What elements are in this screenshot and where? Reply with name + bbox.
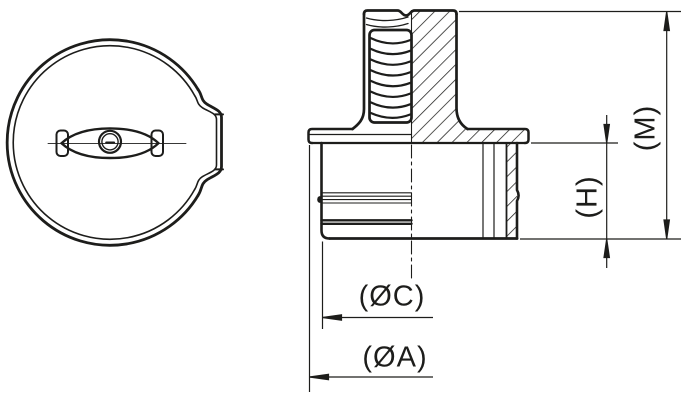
wing-end-left	[55, 129, 69, 157]
front-view	[5, 38, 224, 247]
boss-right-edge	[455, 12, 469, 131]
dimension-h	[603, 115, 611, 268]
thread-crest-lines	[369, 36, 412, 119]
hatch-body-wall	[506, 143, 517, 239]
dimension-label-h: (H)	[571, 175, 604, 219]
body-left-edge	[320, 141, 331, 240]
arrowhead-a	[309, 373, 330, 381]
dimension-label-m: (M)	[629, 104, 662, 152]
boss-left-edge	[351, 12, 366, 131]
body-wall-outer-edge	[515, 141, 520, 240]
hatch-thread-boss	[411, 10, 468, 129]
wing-lens	[59, 127, 161, 160]
tab-inner-edge	[193, 94, 218, 191]
dimension-a	[309, 373, 433, 381]
rib-edge-bump	[317, 196, 323, 203]
arrowhead-h-top	[603, 123, 611, 144]
flange-right	[466, 127, 530, 145]
grip-center-outer	[97, 129, 123, 154]
dimension-label-oc: (ØC)	[358, 280, 426, 313]
front-inner-circle	[12, 44, 196, 241]
arrowhead-h-bottom	[603, 238, 611, 259]
body-rib-lines	[320, 192, 413, 204]
body-rib-band	[320, 219, 413, 226]
grip-center-inner	[101, 132, 119, 151]
hatch-flange	[411, 129, 529, 143]
flange-left	[307, 127, 354, 145]
arrowhead-c	[322, 314, 343, 321]
dimension-m	[663, 11, 671, 240]
section-view	[307, 9, 530, 279]
tab-outer-edge	[196, 88, 223, 197]
arrowhead-m-bottom	[663, 219, 671, 240]
dimension-c	[322, 314, 433, 321]
thread-runout-line-1	[365, 16, 409, 22]
thread-runout-line-2	[365, 22, 409, 28]
boss-top-edge	[362, 9, 458, 17]
arrowhead-m-top	[663, 11, 671, 32]
front-outer-circle	[5, 38, 200, 247]
dimensioning	[308, 10, 681, 392]
wing-end-right	[150, 129, 164, 157]
dimension-label-oa: (ØA)	[362, 341, 428, 374]
